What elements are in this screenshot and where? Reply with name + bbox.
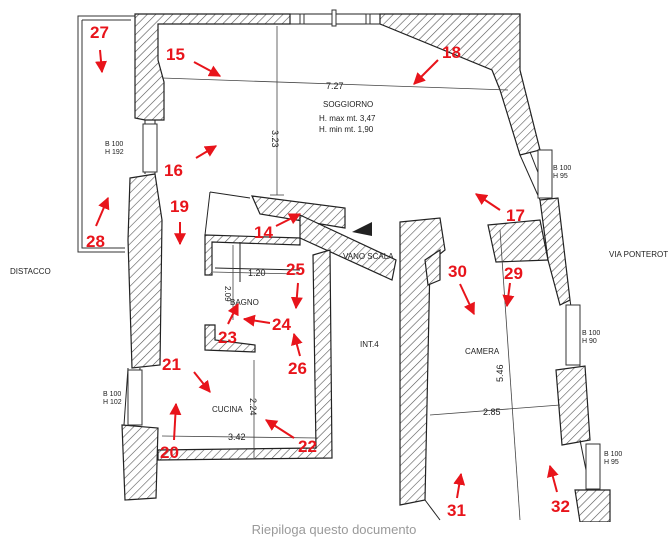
dim-285: 2.85 <box>483 407 501 417</box>
dim-120: 1.20 <box>248 268 266 278</box>
marker-14: 14 <box>254 223 273 242</box>
room-bagno: BAGNO <box>230 298 259 307</box>
marker-17: 17 <box>506 206 525 225</box>
dimension-labels: 7.27 3.23 1.20 2.09 2.24 3.42 2.85 5.46 <box>223 81 505 442</box>
dim-727: 7.27 <box>326 81 344 91</box>
stair-arrow-icon <box>352 222 372 236</box>
window-labels: B 100 H 192 B 100 H 95 B 100 H 102 B 100… <box>103 141 622 466</box>
walls <box>121 13 611 522</box>
floor-plan: SOGGIORNO H. max mt. 3,47 H. min mt. 1,9… <box>10 9 668 522</box>
window-h: H 102 <box>103 399 122 406</box>
dim-323: 3.23 <box>270 130 280 148</box>
window-marks <box>127 9 601 490</box>
marker-27: 27 <box>90 23 109 42</box>
window-h: H 95 <box>553 173 568 180</box>
marker-23: 23 <box>218 328 237 347</box>
room-labels: SOGGIORNO H. max mt. 3,47 H. min mt. 1,9… <box>10 100 668 414</box>
marker-numbers: 27 15 18 16 19 17 14 28 25 30 29 24 23 2… <box>86 23 570 520</box>
label-distacco: DISTACCO <box>10 267 51 276</box>
window-b: B 100 <box>604 451 622 458</box>
window-h: H 192 <box>105 149 124 156</box>
label-via: VIA PONTEROTT <box>609 250 668 259</box>
marker-15: 15 <box>166 45 185 64</box>
room-cucina: CUCINA <box>212 405 243 414</box>
marker-29: 29 <box>504 264 523 283</box>
room-vano-scala: VANO SCALA <box>343 252 394 261</box>
window-h: H 90 <box>582 338 597 345</box>
unit-int4: INT.4 <box>360 340 379 349</box>
dim-209: 2.09 <box>223 286 232 302</box>
dim-342: 3.42 <box>228 432 246 442</box>
marker-20: 20 <box>160 443 179 462</box>
height-min: H. min mt. 1,90 <box>319 125 374 134</box>
marker-26: 26 <box>288 359 307 378</box>
marker-24: 24 <box>272 315 291 334</box>
window-h: H 95 <box>604 459 619 466</box>
marker-22: 22 <box>298 437 317 456</box>
photo-markers <box>95 49 559 499</box>
dim-546: 5.46 <box>495 364 505 382</box>
room-soggiorno: SOGGIORNO <box>323 100 373 109</box>
window-b: B 100 <box>582 330 600 337</box>
marker-31: 31 <box>447 501 466 520</box>
marker-18: 18 <box>442 43 461 62</box>
summarize-document-link[interactable]: Riepiloga questo documento <box>251 522 417 537</box>
marker-19: 19 <box>170 197 189 216</box>
marker-16: 16 <box>164 161 183 180</box>
marker-28: 28 <box>86 232 105 251</box>
marker-25: 25 <box>286 260 305 279</box>
window-b: B 100 <box>105 141 123 148</box>
window-b: B 100 <box>553 165 571 172</box>
room-camera: CAMERA <box>465 347 500 356</box>
marker-30: 30 <box>448 262 467 281</box>
window-b: B 100 <box>103 391 121 398</box>
marker-21: 21 <box>162 355 181 374</box>
height-max: H. max mt. 3,47 <box>319 114 376 123</box>
marker-32: 32 <box>551 497 570 516</box>
balcony-outline <box>77 15 135 253</box>
dim-224: 2.24 <box>248 398 258 416</box>
